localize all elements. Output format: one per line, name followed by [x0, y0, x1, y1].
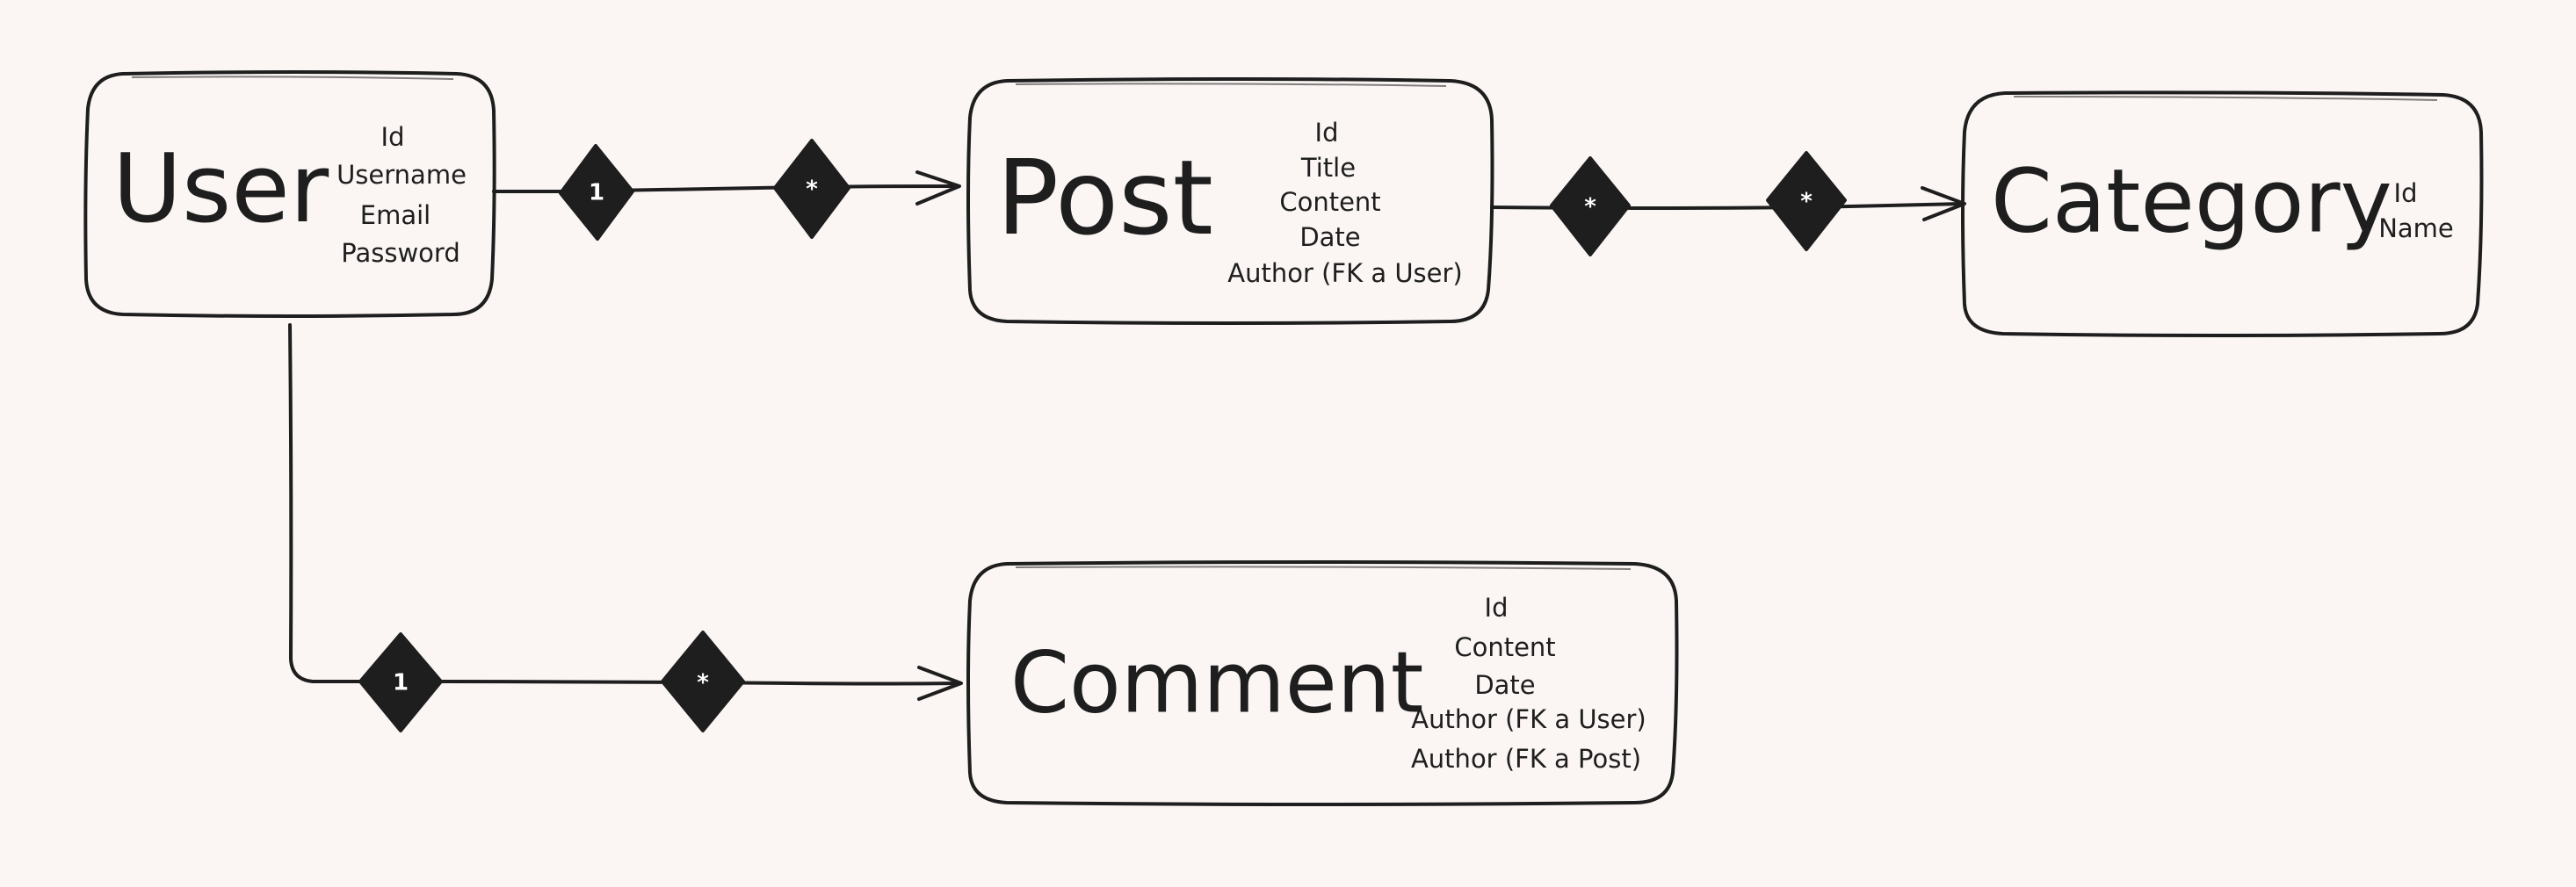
attribute: Author (FK a User) [1227, 258, 1463, 288]
multiplicity-label: * [806, 177, 818, 203]
edge-user-comment [288, 323, 963, 701]
multiplicity-post-category-target: * [1766, 151, 1847, 251]
attribute: Date [1299, 222, 1360, 252]
multiplicity-user-comment-target: * [661, 631, 745, 732]
attribute: Username [336, 160, 467, 190]
attribute: Author (FK a User) [1411, 704, 1646, 734]
entity-title: Category [1991, 149, 2392, 252]
attribute: Id [1315, 118, 1339, 148]
multiplicity-user-post-target: * [773, 139, 850, 239]
arrowhead-user-comment [917, 666, 963, 701]
attribute: Content [1454, 632, 1555, 662]
entity-user[interactable]: User Id Username Email Password [83, 70, 496, 318]
attribute: Title [1300, 153, 1356, 183]
entity-post[interactable]: Post Id Title Content Date Author (FK a … [966, 77, 1494, 325]
attribute: Date [1474, 670, 1535, 700]
attribute: Email [360, 200, 431, 230]
attribute: Id [2394, 178, 2418, 208]
attribute: Content [1279, 187, 1380, 217]
entity-title: Comment [1010, 633, 1423, 732]
attribute: Name [2378, 213, 2454, 243]
multiplicity-label: 1 [393, 670, 409, 696]
multiplicity-post-category-source: * [1550, 156, 1631, 256]
attribute: Password [341, 238, 459, 268]
entity-comment[interactable]: Comment Id Content Date Author (FK a Use… [966, 560, 1679, 806]
entity-title: Post [996, 137, 1213, 258]
multiplicity-user-comment-source: 1 [358, 632, 443, 732]
multiplicity-label: 1 [589, 180, 604, 206]
multiplicity-user-post-source: 1 [559, 144, 634, 241]
attribute: Author (FK a Post) [1411, 744, 1641, 774]
multiplicity-label: * [1584, 194, 1596, 220]
arrowhead-user-post [915, 170, 961, 206]
attribute: Id [381, 122, 405, 152]
multiplicity-label: * [697, 670, 709, 696]
entity-title: User [112, 134, 329, 244]
entity-category[interactable]: Category Id Name [1961, 90, 2484, 337]
multiplicity-label: * [1800, 189, 1813, 215]
attribute: Id [1485, 593, 1509, 623]
